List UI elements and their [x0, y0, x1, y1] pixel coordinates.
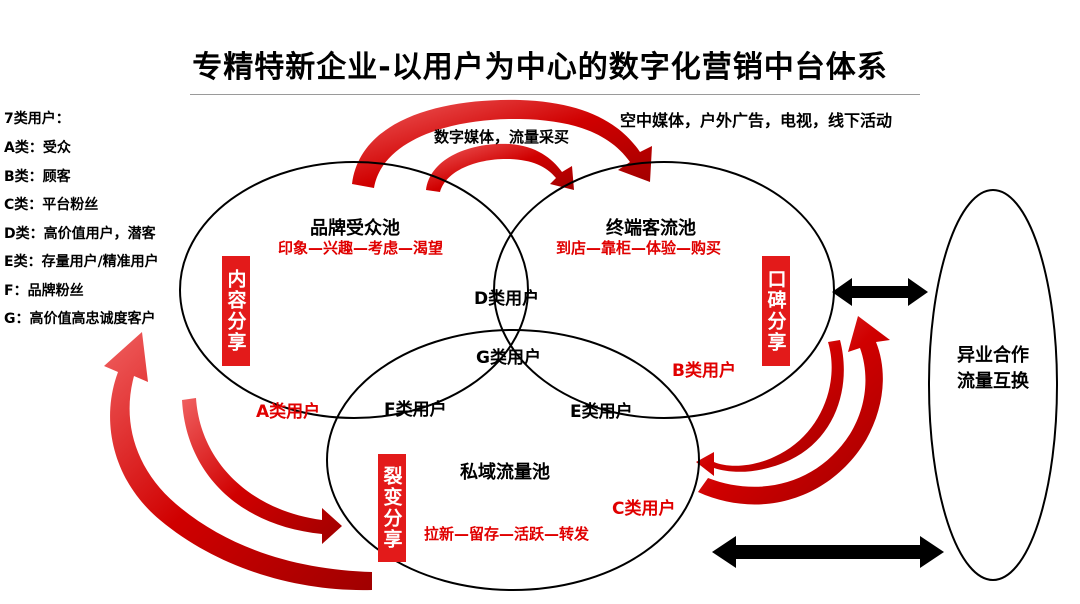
- right-big-arc-arrow: [698, 316, 890, 505]
- user-type-a: A类用户: [256, 402, 321, 422]
- user-type-c: C类用户: [612, 499, 676, 519]
- brand-pool-journey: 印象—兴趣—考虑—渴望: [278, 239, 444, 257]
- lower-double-arrow: [712, 536, 944, 568]
- legend-item-g: G：高价值高忠诚度客户: [4, 311, 156, 327]
- top-big-arc-arrow: [352, 99, 652, 188]
- media-channels-label: 空中媒体，户外广告，电视，线下活动: [620, 111, 893, 130]
- legend-item-d: D类：高价值用户，潜客: [4, 226, 156, 242]
- word-of-mouth-share-box: 口碑分享: [762, 256, 790, 366]
- digital-media-label: 数字媒体，流量采买: [434, 128, 570, 146]
- terminal-pool-title: 终端客流池: [606, 218, 696, 239]
- private-pool-title: 私域流量池: [460, 462, 550, 483]
- left-small-arc-arrow: [182, 398, 342, 544]
- user-type-f: F类用户: [384, 400, 447, 420]
- top-small-arc-arrow: [426, 143, 574, 192]
- partner-line-2: 流量互换: [957, 371, 1029, 392]
- legend-heading: 7类用户：: [4, 111, 70, 127]
- partner-ellipse: [928, 189, 1058, 581]
- user-type-e: E类用户: [570, 402, 633, 422]
- legend-item-e: E类：存量用户/精准用户: [4, 254, 159, 270]
- brand-pool-ellipse: [179, 161, 529, 419]
- legend-item-f: F：品牌粉丝: [4, 283, 84, 299]
- private-pool-ellipse: [326, 329, 700, 591]
- legend-item-b: B类：顾客: [4, 169, 71, 185]
- content-share-box: 内容分享: [222, 256, 250, 366]
- right-small-arc-arrow: [696, 340, 844, 476]
- left-big-arc-arrow: [104, 332, 372, 591]
- terminal-pool-journey: 到店—靠柜—体验—购买: [556, 239, 722, 257]
- page-title: 专精特新企业-以用户为中心的数字化营销中台体系: [192, 50, 888, 85]
- upper-double-arrow: [832, 278, 928, 306]
- partner-line-1: 异业合作: [957, 345, 1029, 366]
- terminal-pool-ellipse: [493, 161, 835, 419]
- partner-label: 异业合作 流量互换: [935, 343, 1051, 395]
- fission-share-box: 裂变分享: [378, 454, 406, 562]
- user-type-d: D类用户: [474, 289, 540, 309]
- user-type-b: B类用户: [672, 361, 736, 381]
- legend-item-a: A类：受众: [4, 140, 71, 156]
- legend-item-c: C类：平台粉丝: [4, 197, 99, 213]
- user-type-g: G类用户: [476, 348, 541, 368]
- brand-pool-title: 品牌受众池: [310, 218, 400, 239]
- private-pool-journey: 拉新—留存—活跃—转发: [424, 525, 590, 543]
- title-divider: [190, 94, 920, 95]
